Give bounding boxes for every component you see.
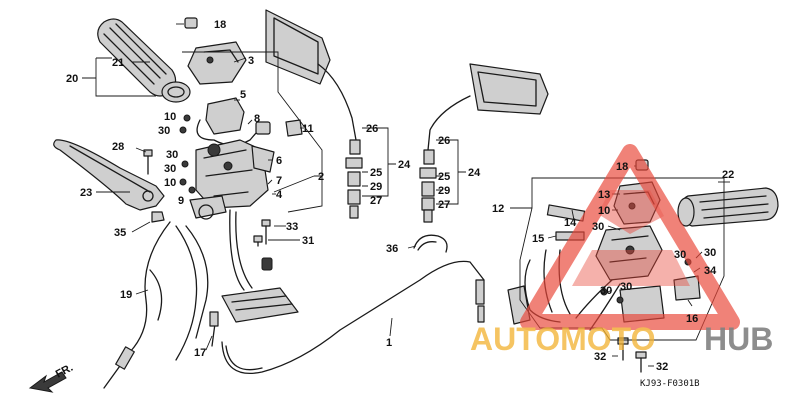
callout-21: 21 bbox=[112, 57, 124, 69]
callout-13: 13 bbox=[598, 189, 610, 201]
callout-10: 10 bbox=[164, 177, 176, 189]
callout-35: 35 bbox=[114, 227, 126, 239]
callout-18: 18 bbox=[214, 19, 226, 31]
lever-bracket-assembly bbox=[189, 139, 275, 220]
watermark-word-part1: AUTOMOTO bbox=[470, 321, 655, 357]
callout-30: 30 bbox=[164, 163, 176, 175]
callout-34: 34 bbox=[704, 265, 717, 277]
throttle-cables bbox=[103, 221, 219, 389]
bolt-33 bbox=[253, 219, 271, 247]
front-arrow bbox=[28, 371, 67, 393]
callout-30: 30 bbox=[158, 125, 170, 137]
callout-3: 3 bbox=[248, 55, 254, 67]
callout-22: 22 bbox=[722, 169, 734, 181]
main-cable bbox=[221, 260, 485, 374]
callout-30: 30 bbox=[620, 281, 632, 293]
callout-30: 30 bbox=[166, 149, 178, 161]
callout-33: 33 bbox=[286, 221, 298, 233]
front-indicator: FR. bbox=[54, 362, 75, 381]
callout-10: 10 bbox=[164, 111, 176, 123]
switch-harness bbox=[221, 209, 299, 323]
leader-lines bbox=[82, 23, 730, 367]
callout-29: 29 bbox=[438, 185, 450, 197]
right-grip bbox=[677, 187, 779, 227]
nut-35 bbox=[151, 211, 165, 223]
callout-18: 18 bbox=[616, 161, 628, 173]
mirror-left bbox=[265, 9, 363, 219]
callout-11: 11 bbox=[302, 123, 314, 135]
callout-12: 12 bbox=[492, 203, 504, 215]
callout-20: 20 bbox=[66, 73, 78, 85]
callout-5: 5 bbox=[240, 89, 246, 101]
callout-26: 26 bbox=[438, 135, 450, 147]
callout-36: 36 bbox=[386, 243, 398, 255]
bolts-32 bbox=[617, 337, 647, 373]
callout-25: 25 bbox=[370, 167, 382, 179]
callout-7: 7 bbox=[276, 175, 282, 187]
callout-30: 30 bbox=[674, 249, 686, 261]
callout-15: 15 bbox=[532, 233, 544, 245]
callout-26: 26 bbox=[366, 123, 378, 135]
callout-32: 32 bbox=[656, 361, 668, 373]
mirror-right bbox=[419, 63, 549, 223]
callout-23: 23 bbox=[80, 187, 92, 199]
callout-30: 30 bbox=[704, 247, 716, 259]
bracket-11 bbox=[285, 119, 303, 137]
right-switch-body bbox=[546, 204, 663, 281]
callout-25: 25 bbox=[438, 171, 450, 183]
callout-9: 9 bbox=[178, 195, 184, 207]
drawing-code: KJ93-F0301B bbox=[640, 379, 700, 389]
callout-2: 2 bbox=[318, 171, 324, 183]
nut-18-left bbox=[184, 17, 198, 29]
small-screws bbox=[179, 114, 196, 194]
callout-28: 28 bbox=[112, 141, 124, 153]
callout-16: 16 bbox=[686, 313, 698, 325]
callout-10: 10 bbox=[598, 205, 610, 217]
callout-19: 19 bbox=[120, 289, 132, 301]
cable-clip bbox=[413, 234, 448, 253]
callout-24: 24 bbox=[468, 167, 481, 179]
callout-14: 14 bbox=[564, 217, 577, 229]
callout-8: 8 bbox=[254, 113, 260, 125]
switch-housing-cover bbox=[187, 41, 247, 85]
callout-labels: 18 3 21 20 5 10 30 8 11 30 28 6 30 7 2 2… bbox=[54, 19, 734, 389]
callout-6: 6 bbox=[276, 155, 282, 167]
hand-lever bbox=[53, 139, 165, 211]
callout-30: 30 bbox=[592, 221, 604, 233]
watermark-logo: AUTOMOTO HUB bbox=[470, 144, 773, 357]
callout-1: 1 bbox=[386, 337, 392, 349]
callout-31: 31 bbox=[302, 235, 314, 247]
callout-4: 4 bbox=[276, 189, 283, 201]
callout-17: 17 bbox=[194, 347, 206, 359]
pivot-bolt bbox=[143, 149, 153, 175]
callout-32: 32 bbox=[594, 351, 606, 363]
callout-27: 27 bbox=[438, 199, 450, 211]
callout-24: 24 bbox=[398, 159, 411, 171]
throttle-grip bbox=[97, 18, 191, 103]
watermark-word-part2: HUB bbox=[704, 321, 773, 357]
callout-29: 29 bbox=[370, 181, 382, 193]
callout-30: 30 bbox=[600, 285, 612, 297]
callout-27: 27 bbox=[370, 195, 382, 207]
